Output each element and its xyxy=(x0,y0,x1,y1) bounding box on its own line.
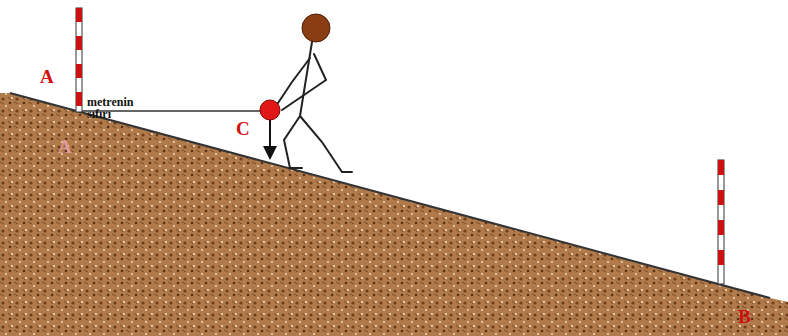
point-label: B xyxy=(738,306,751,328)
faded-point-label: A xyxy=(58,136,72,158)
point-label: A xyxy=(40,66,54,88)
ground-line xyxy=(10,93,770,298)
ground xyxy=(0,93,788,336)
ranging-pole-b xyxy=(718,160,724,284)
point-label: C xyxy=(236,118,250,140)
point-c-marker xyxy=(260,100,280,120)
stick-figure xyxy=(276,42,352,172)
plumb-line xyxy=(263,118,277,160)
head xyxy=(302,14,330,42)
tape-zero-note: metrenin sıfırı xyxy=(87,96,145,120)
ranging-pole-a xyxy=(76,8,82,112)
